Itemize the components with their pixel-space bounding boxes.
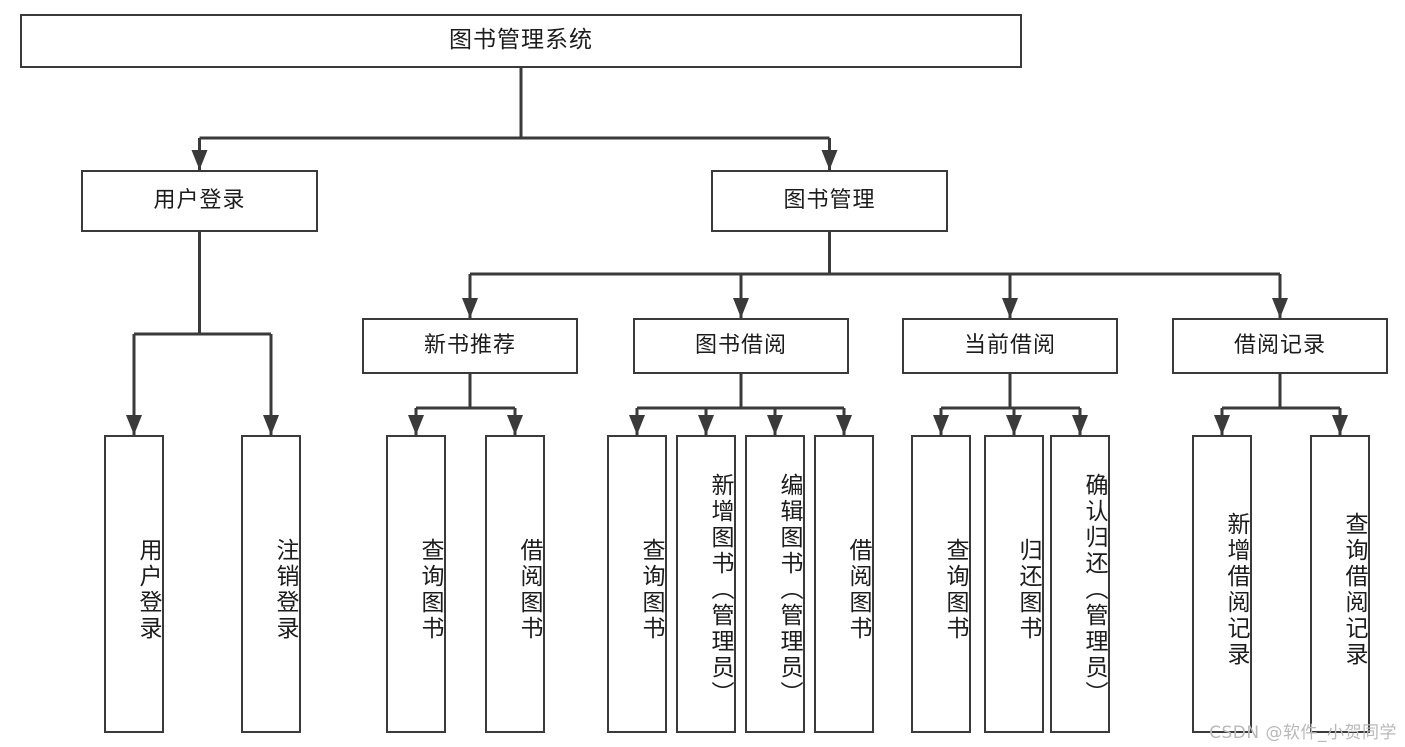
arrowhead-icon bbox=[1002, 298, 1018, 318]
node-leaf-query-record[interactable]: 查询借阅记录 bbox=[1310, 435, 1370, 733]
node-label: 借阅记录 bbox=[1233, 332, 1326, 358]
node-label: 编辑图书（管理员） bbox=[776, 473, 802, 707]
arrowhead-icon bbox=[698, 415, 714, 435]
node-leaf-confirm-return[interactable]: 确认归还（管理员） bbox=[1050, 435, 1110, 733]
arrowhead-icon bbox=[263, 415, 279, 435]
node-leaf-logout-login[interactable]: 注销登录 bbox=[241, 435, 301, 733]
node-root[interactable]: 图书管理系统 bbox=[20, 14, 1022, 68]
node-leaf-query-book-2[interactable]: 查询图书 bbox=[607, 435, 667, 733]
node-new-book-rec[interactable]: 新书推荐 bbox=[362, 318, 578, 374]
arrowhead-icon bbox=[1214, 415, 1230, 435]
node-label: 查询图书 bbox=[638, 538, 664, 642]
node-label: 确认归还（管理员） bbox=[1081, 473, 1107, 707]
node-leaf-borrow-book-2[interactable]: 借阅图书 bbox=[814, 435, 874, 733]
node-leaf-query-book-3[interactable]: 查询图书 bbox=[911, 435, 971, 733]
node-leaf-edit-book[interactable]: 编辑图书（管理员） bbox=[745, 435, 805, 733]
arrowhead-icon bbox=[629, 415, 645, 435]
node-leaf-return-book[interactable]: 归还图书 bbox=[984, 435, 1044, 733]
arrowhead-icon bbox=[507, 415, 523, 435]
arrowhead-icon bbox=[821, 150, 838, 170]
node-label: 用户登录 bbox=[135, 538, 161, 642]
node-label: 新增借阅记录 bbox=[1223, 512, 1249, 668]
arrowhead-icon bbox=[1272, 298, 1288, 318]
node-leaf-borrow-book-1[interactable]: 借阅图书 bbox=[485, 435, 545, 733]
node-borrow-record[interactable]: 借阅记录 bbox=[1172, 318, 1388, 374]
node-label: 新增图书（管理员） bbox=[707, 473, 733, 707]
node-current-borrow[interactable]: 当前借阅 bbox=[902, 318, 1118, 374]
node-label: 查询借阅记录 bbox=[1341, 512, 1367, 668]
watermark-label: CSDN @软件_小贺同学 bbox=[1209, 723, 1397, 743]
node-label: 查询图书 bbox=[417, 538, 443, 642]
node-user-login[interactable]: 用户登录 bbox=[81, 170, 318, 232]
node-label: 查询图书 bbox=[942, 538, 968, 642]
arrowhead-icon bbox=[733, 298, 749, 318]
node-label: 当前借阅 bbox=[963, 332, 1056, 358]
node-label: 注销登录 bbox=[272, 538, 298, 642]
node-book-borrow[interactable]: 图书借阅 bbox=[633, 318, 849, 374]
node-label: 借阅图书 bbox=[845, 538, 871, 642]
node-label: 用户登录 bbox=[153, 187, 246, 213]
node-label: 图书管理系统 bbox=[449, 27, 593, 54]
arrowhead-icon bbox=[933, 415, 949, 435]
arrowhead-icon bbox=[1006, 415, 1022, 435]
arrowhead-icon bbox=[126, 415, 142, 435]
node-label: 借阅图书 bbox=[516, 538, 542, 642]
node-label: 归还图书 bbox=[1015, 538, 1041, 642]
arrowhead-icon bbox=[408, 415, 424, 435]
node-leaf-add-record[interactable]: 新增借阅记录 bbox=[1192, 435, 1252, 733]
arrowhead-icon bbox=[191, 150, 208, 170]
node-label: 图书管理 bbox=[783, 187, 876, 213]
node-label: 图书借阅 bbox=[694, 332, 787, 358]
node-leaf-user-login[interactable]: 用户登录 bbox=[104, 435, 164, 733]
node-leaf-query-book-1[interactable]: 查询图书 bbox=[386, 435, 446, 733]
arrowhead-icon bbox=[462, 298, 478, 318]
arrowhead-icon bbox=[1072, 415, 1088, 435]
node-leaf-add-book[interactable]: 新增图书（管理员） bbox=[676, 435, 736, 733]
node-label: 新书推荐 bbox=[423, 332, 516, 358]
arrowhead-icon bbox=[767, 415, 783, 435]
node-book-manage[interactable]: 图书管理 bbox=[711, 170, 948, 232]
arrowhead-icon bbox=[1332, 415, 1348, 435]
arrowhead-icon bbox=[836, 415, 852, 435]
